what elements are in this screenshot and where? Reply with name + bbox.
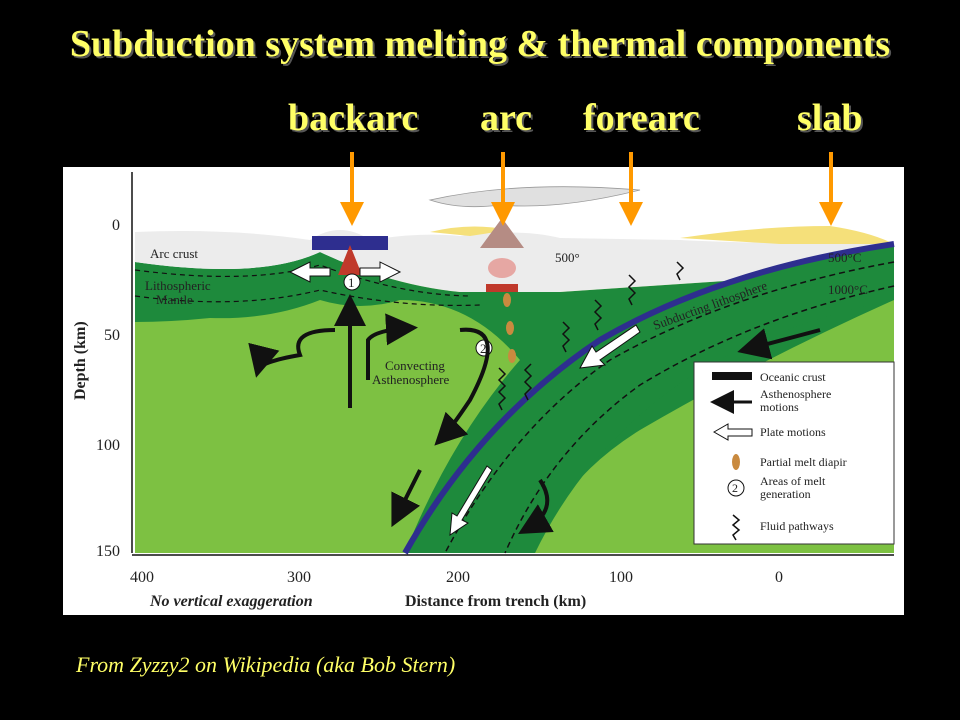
label-iso-1000: 1000°C	[828, 282, 868, 297]
melt-area-1	[343, 273, 361, 291]
legend-fluid-pathways: Fluid pathways	[760, 519, 834, 533]
ytick-50: 50	[104, 327, 120, 344]
legend-diapir: Partial melt diapir	[760, 455, 847, 469]
label-backarc: backarc	[288, 97, 419, 139]
asthenosphere-arrows	[248, 294, 821, 534]
legend-motions: motions	[760, 400, 799, 414]
slide-title: Subduction system melting & thermal comp…	[69, 23, 891, 65]
xtick-400: 400	[130, 569, 154, 586]
legend-asthenosphere: Asthenosphere	[760, 387, 831, 401]
arc-magma-chamber	[488, 258, 516, 278]
legend-plate-motions: Plate motions	[760, 425, 826, 439]
label-forearc: forearc	[583, 97, 700, 139]
backarc-crust	[312, 236, 388, 250]
forearc-wedge	[680, 226, 894, 244]
subducting-slab	[405, 244, 894, 553]
label-asthenosphere: Asthenosphere	[372, 372, 449, 387]
xtick-0: 0	[775, 569, 783, 586]
arc-magma-base	[486, 284, 518, 292]
xtick-200: 200	[446, 569, 470, 586]
partial-melt-diapirs	[503, 293, 516, 363]
melt-area-2-label: 2	[480, 341, 487, 356]
no-exaggeration-note: No vertical exaggeration	[149, 593, 313, 610]
label-convecting: Convecting	[385, 358, 445, 373]
label-iso-500: 500°C	[828, 250, 861, 265]
plate-motion-arrows	[288, 261, 641, 536]
isotherm-500	[444, 261, 895, 554]
volcanic-plume	[428, 186, 641, 208]
legend: Oceanic crust Asthenosphere motions Plat…	[693, 361, 895, 545]
oceanic-crust-line	[402, 241, 895, 555]
label-slab: slab	[797, 97, 863, 139]
xtick-100: 100	[609, 569, 633, 586]
backarc-sediment	[430, 226, 510, 236]
legend-areas-of-melt: Areas of melt	[760, 474, 826, 488]
label-arc-crust: Arc crust	[150, 246, 198, 261]
fluid-pathways	[497, 261, 685, 411]
legend-melt-number: 2	[732, 481, 738, 495]
x-axis-label: Distance from trench (km)	[405, 593, 586, 610]
melt-area-1-label: 1	[348, 275, 355, 290]
lithosphere-iso-500	[134, 264, 471, 297]
legend-oceanic-crust: Oceanic crust	[760, 370, 826, 384]
label-lithospheric: Lithospheric	[145, 278, 211, 293]
label-500-arc: 500°	[555, 250, 580, 265]
xtick-300: 300	[287, 569, 311, 586]
isotherm-1000	[504, 285, 895, 554]
legend-generation: generation	[760, 487, 811, 501]
component-arrows	[340, 152, 843, 226]
backarc-melt	[338, 245, 362, 275]
arc-volcano	[480, 218, 524, 248]
label-mantle: Mantle	[156, 292, 193, 307]
ytick-150: 150	[96, 543, 120, 560]
ytick-100: 100	[96, 437, 120, 454]
label-arc: arc	[480, 97, 533, 139]
y-axis-label: Depth (km)	[72, 321, 89, 400]
image-credit: From Zyzzy2 on Wikipedia (aka Bob Stern)	[76, 652, 456, 677]
ytick-0: 0	[112, 217, 120, 234]
